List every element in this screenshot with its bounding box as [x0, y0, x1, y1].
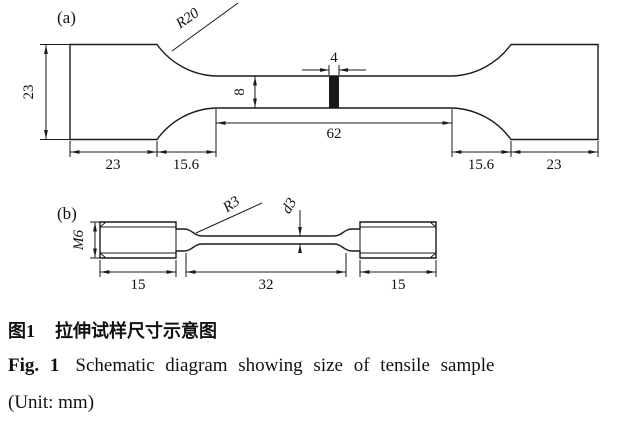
specimen-b-outline — [99, 221, 437, 259]
caption-zh-title: 拉伸试样尺寸示意图 — [55, 321, 217, 341]
thread-size-label: M6 — [71, 230, 87, 251]
caption-zh: 图1 拉伸试样尺寸示意图 — [8, 317, 217, 343]
grip-length-right-label: 23 — [547, 157, 562, 173]
dim-chain-a: 23 15.6 15.6 23 — [69, 109, 599, 173]
dim-fillet-radius-b: R3 — [195, 193, 263, 234]
dim-gauge-height: 8 — [232, 76, 257, 108]
r20-leader-line — [171, 2, 239, 52]
dim-thread-size: M6 — [71, 221, 100, 259]
tensile-sample-diagram: (a) R20 23 4 8 62 — [21, 2, 599, 293]
dim-gauge-length: 62 — [216, 121, 452, 142]
grip-length-left-label: 23 — [106, 157, 121, 173]
r20-label: R20 — [172, 5, 202, 33]
gauge-diameter-label: d3 — [279, 196, 300, 217]
dim-gauge-diameter: d3 — [279, 196, 302, 253]
caption-en-figure-number: Fig. 1 — [8, 355, 60, 376]
dim-bar-width: 4 — [302, 50, 366, 75]
grip-height-label: 23 — [21, 85, 37, 100]
r3-leader-line — [195, 202, 263, 234]
caption-unit: (Unit: mm) — [8, 392, 95, 413]
bar-width-label: 4 — [330, 50, 338, 66]
chamfer-line — [429, 221, 437, 228]
fillet-length-right-label: 15.6 — [468, 157, 495, 173]
dim-fillet-radius-a: R20 — [171, 2, 239, 52]
panel-a-label: (a) — [57, 8, 76, 27]
dim-grip-height: 23 — [21, 44, 70, 140]
panel-b-label: (b) — [57, 204, 77, 223]
fillet-length-left-label: 15.6 — [173, 157, 200, 173]
gauge-length-label: 62 — [327, 126, 342, 142]
gauge-height-label: 8 — [232, 88, 248, 96]
chamfer-line — [99, 252, 107, 259]
dim-chain-b: 15 32 15 — [99, 253, 437, 293]
right-length-label: 15 — [391, 277, 406, 293]
left-length-label: 15 — [131, 277, 146, 293]
chamfer-line — [429, 252, 437, 259]
caption-zh-figure-number: 图1 — [8, 321, 35, 341]
caption-en: Fig. 1 Schematic diagram showing size of … — [8, 355, 494, 377]
gauge-length-b-label: 32 — [259, 277, 274, 293]
marked-zone-bar — [329, 76, 339, 108]
caption-en-title: Schematic diagram showing size of tensil… — [75, 355, 495, 376]
chamfer-line — [99, 221, 107, 228]
thread-lines — [99, 221, 437, 259]
